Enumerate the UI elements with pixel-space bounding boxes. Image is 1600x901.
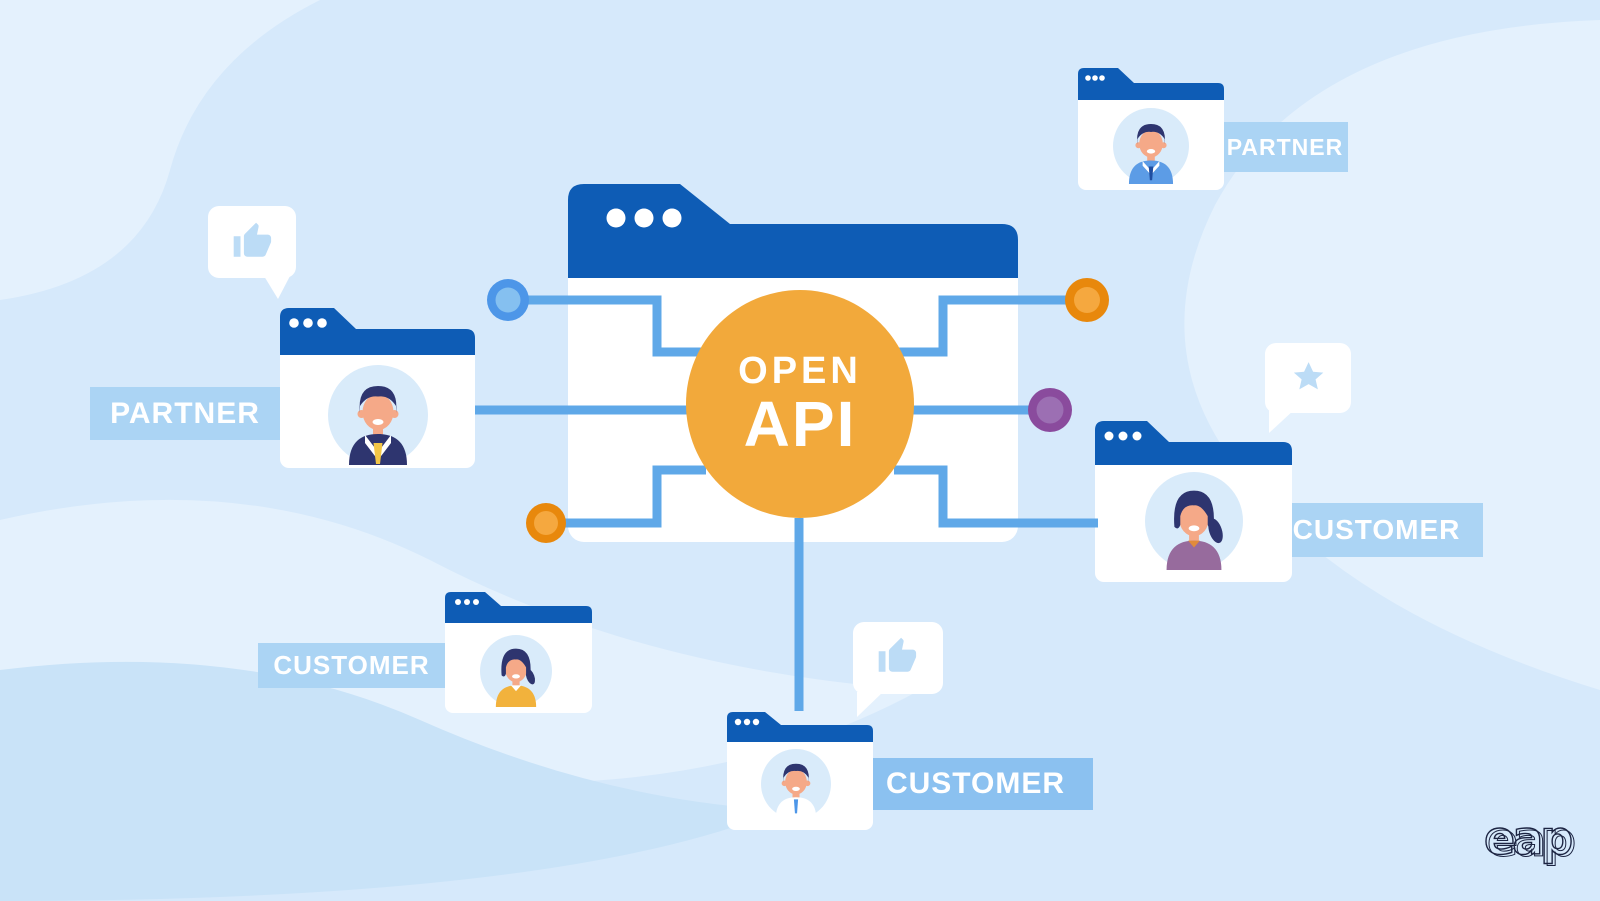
bubble-tail xyxy=(1269,409,1295,433)
open-api-text-line1: OPEN xyxy=(738,350,862,393)
window-header xyxy=(280,308,475,355)
avatar-female-customer-yellow xyxy=(480,635,552,707)
partner-window-left xyxy=(280,308,475,468)
bubble-thumbs-up-bottom xyxy=(853,622,943,717)
connector-dot-orange-left xyxy=(526,503,566,543)
avatar-male-partner-suit xyxy=(328,365,428,465)
window-dots xyxy=(1085,75,1105,81)
banner-label: CUSTOMER xyxy=(273,650,430,680)
open-api-circle: OPEN API xyxy=(686,290,914,518)
customer-window-bottom-center xyxy=(727,712,873,830)
bubble-thumbs-up-left xyxy=(208,206,296,299)
connector-line-bottom-left xyxy=(546,465,706,528)
open-api-text-line2: API xyxy=(743,387,857,460)
star-icon xyxy=(1293,362,1324,390)
customer-window-bottom-left xyxy=(445,592,592,713)
window-header xyxy=(1095,421,1292,465)
bg-shape-top-left xyxy=(0,0,320,300)
connector-dot-orange-right xyxy=(1065,278,1109,322)
window-dots xyxy=(289,318,327,328)
bg-shape-bottom-left xyxy=(0,661,780,901)
connector-line-top-right xyxy=(899,295,1087,357)
window-dots xyxy=(1104,431,1142,441)
bubble-star xyxy=(1265,343,1351,433)
connector-dot-blue xyxy=(487,279,529,321)
window-dots xyxy=(455,599,479,605)
partner-window-top-right xyxy=(1078,68,1224,190)
avatar-female-customer-purple xyxy=(1145,472,1243,570)
brand-logo-text: eap xyxy=(1484,811,1571,865)
connector-dot-purple xyxy=(1028,388,1072,432)
banner-label: PARTNER xyxy=(1226,133,1344,160)
banner-label: CUSTOMER xyxy=(885,767,1066,800)
banner-label: PARTNER xyxy=(110,396,260,430)
window-header xyxy=(727,712,873,742)
window-header xyxy=(568,184,1018,278)
banner-customer-bottom-left: CUSTOMER xyxy=(258,643,445,688)
avatar-male-customer-white-shirt xyxy=(761,749,831,819)
banner-customer-bottom-center: CUSTOMER xyxy=(858,758,1093,810)
banner-customer-right: CUSTOMER xyxy=(1270,503,1483,557)
avatar-male-partner-blue-shirt xyxy=(1113,108,1189,184)
brand-logo-text-echo: eap xyxy=(1487,813,1574,867)
brand-logo: eap eap xyxy=(1483,810,1577,867)
customer-window-right xyxy=(1095,421,1292,582)
window-header xyxy=(445,592,592,623)
thumbs-up-icon xyxy=(233,222,272,257)
banner-partner-left: PARTNER xyxy=(90,387,280,440)
thumbs-up-icon xyxy=(878,637,917,672)
connector-line-bottom-right xyxy=(894,465,1098,528)
window-dots xyxy=(606,208,682,228)
window-header xyxy=(1078,68,1224,100)
window-dots xyxy=(734,718,760,726)
bubble-tail xyxy=(264,276,290,299)
bubble-tail xyxy=(857,692,883,717)
connector-line-top-left xyxy=(508,295,701,357)
banner-partner-top-right: PARTNER xyxy=(1222,122,1348,172)
banner-label: CUSTOMER xyxy=(1292,514,1461,545)
